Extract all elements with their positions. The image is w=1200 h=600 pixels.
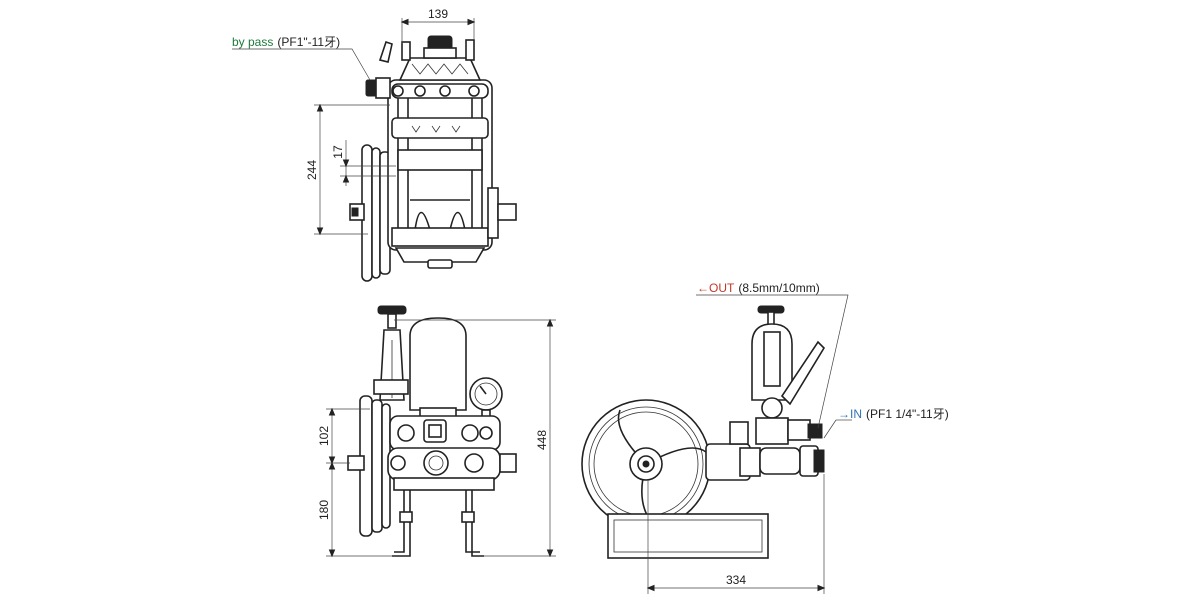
side-view [581,294,852,594]
in-callout: →IN (PF1 1/4"-11牙) [838,407,949,421]
out-spec: (8.5mm/10mm) [738,281,819,295]
dim-top-offset: 17 [331,145,345,159]
dim-top-height: 244 [305,160,319,180]
bypass-spec: (PF1"-11牙) [277,35,340,49]
top-view-bypass-fitting [365,40,393,99]
bypass-label: by pass [232,35,273,49]
in-spec: (PF1 1/4"-11牙) [866,407,949,421]
dim-front-upper: 102 [317,426,331,446]
in-label: →IN [838,407,862,421]
front-view-air-tank [409,317,467,411]
out-label: ←OUT [697,281,735,295]
bypass-callout: by pass (PF1"-11牙) [232,35,340,49]
top-view [232,18,517,282]
dim-front-lower: 180 [317,500,331,520]
front-view-valve-handle [377,305,407,315]
dim-top-width: 139 [428,7,448,21]
dim-front-total: 448 [535,430,549,450]
dim-side-width: 334 [726,573,746,587]
top-view-pulley [349,144,391,282]
front-view [326,305,556,558]
out-callout: ←OUT(8.5mm/10mm) [697,281,820,295]
